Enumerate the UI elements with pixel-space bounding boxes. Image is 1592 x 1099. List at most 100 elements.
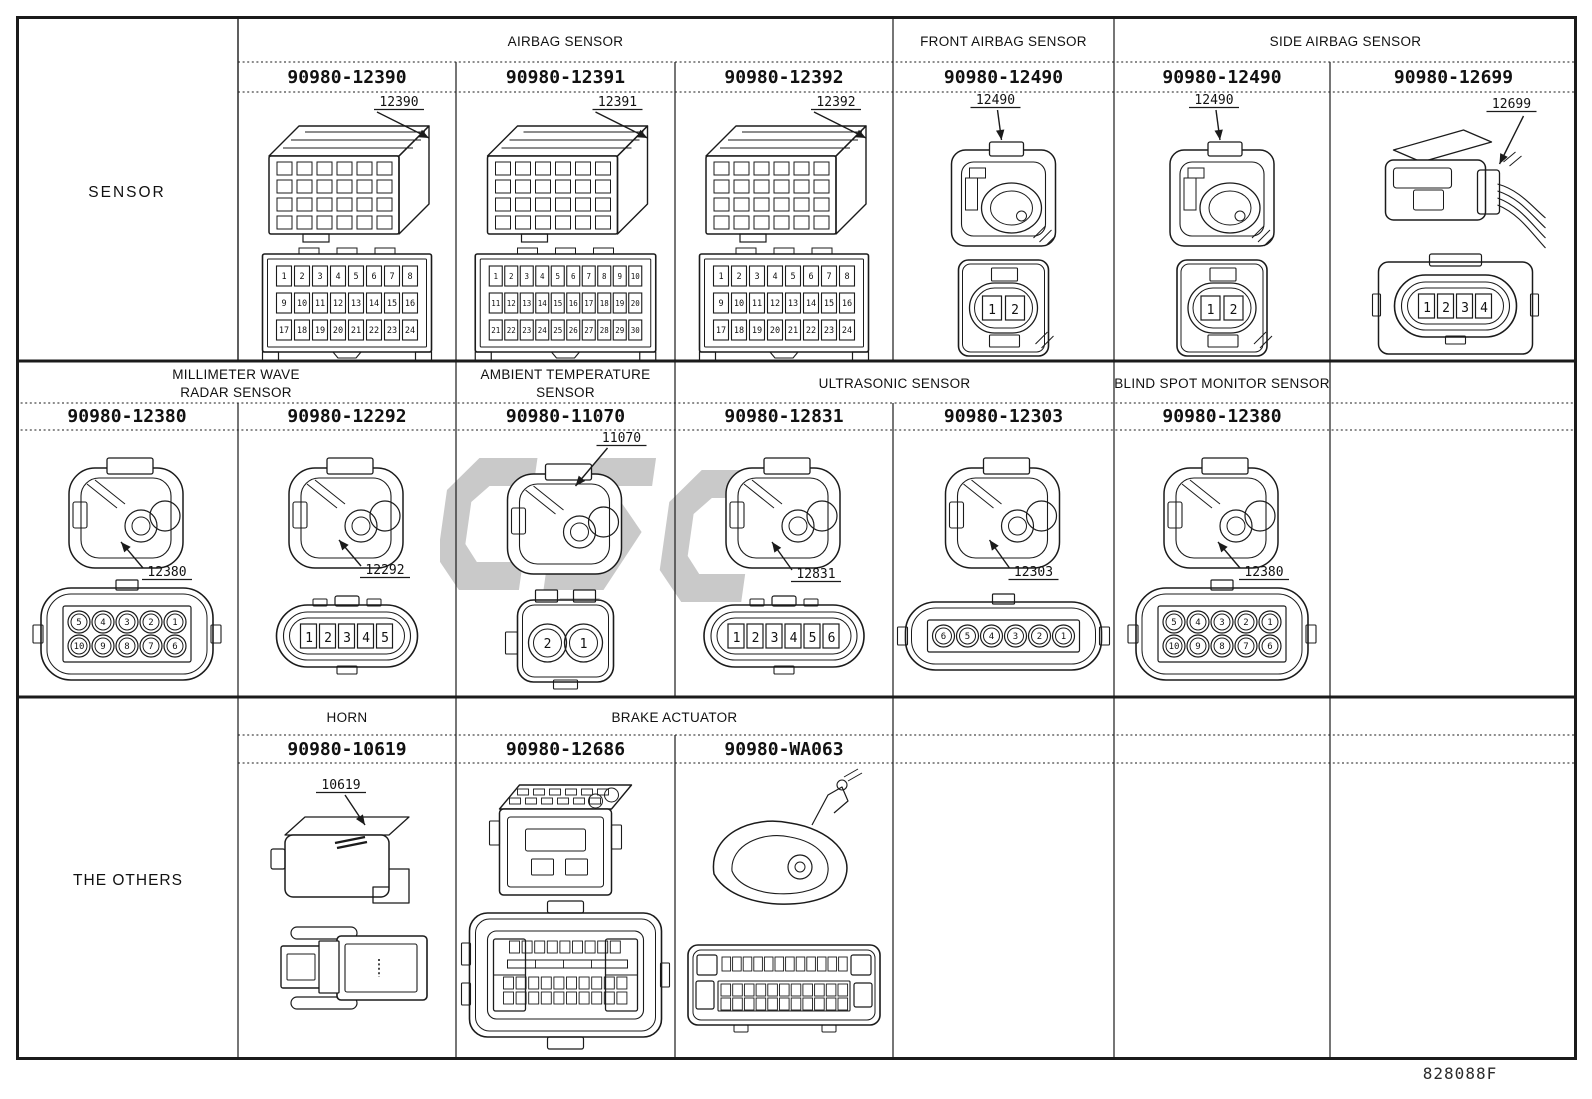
pin-number: 7 bbox=[148, 642, 153, 652]
callout-label: 12292 bbox=[365, 563, 404, 578]
pin-number: 22 bbox=[507, 326, 516, 335]
pin-number: 22 bbox=[806, 326, 816, 336]
part-number: 90980-WA063 bbox=[724, 739, 843, 760]
pin-number: 6 bbox=[1267, 642, 1272, 652]
group-title: BLIND SPOT MONITOR SENSOR bbox=[1114, 376, 1330, 391]
pin-number: 23 bbox=[522, 326, 531, 335]
row-label-the-others: THE OTHERS bbox=[73, 872, 183, 889]
pin-number: 3 bbox=[343, 631, 351, 646]
callout-label: 12390 bbox=[379, 95, 418, 110]
callout-label: 12831 bbox=[796, 567, 835, 582]
pin-number: 4 bbox=[772, 272, 777, 282]
pin-number: 4 bbox=[540, 272, 545, 281]
pin-number: 20 bbox=[631, 299, 641, 308]
pin-number: 3 bbox=[124, 618, 129, 628]
pin-number: 5 bbox=[76, 618, 81, 628]
row-label-sensor: SENSOR bbox=[88, 184, 165, 201]
pin-number: 4 bbox=[362, 631, 370, 646]
pin-number: 2 bbox=[544, 637, 552, 652]
pin-number: 20 bbox=[333, 326, 343, 336]
pin-number: 14 bbox=[806, 299, 816, 309]
pin-number: 4 bbox=[1480, 301, 1488, 316]
pin-number: 9 bbox=[617, 272, 622, 281]
part-number: 90980-12831 bbox=[724, 406, 843, 427]
pin-number: 21 bbox=[351, 326, 361, 336]
pin-number: 3 bbox=[754, 272, 759, 282]
pin-number: 8 bbox=[602, 272, 607, 281]
pin-number: 1 bbox=[172, 618, 177, 628]
pin-number: 6 bbox=[941, 632, 946, 642]
pin-number: 11 bbox=[491, 299, 500, 308]
pin-number: 3 bbox=[1219, 618, 1224, 628]
pin-number: 22 bbox=[369, 326, 379, 336]
pin-number: 7 bbox=[586, 272, 591, 281]
pin-number: 2 bbox=[1037, 632, 1042, 642]
pin-number: 18 bbox=[600, 299, 610, 308]
pin-number: 30 bbox=[631, 326, 641, 335]
callout-label: 12392 bbox=[816, 95, 855, 110]
pin-number: 10 bbox=[297, 299, 307, 309]
pin-number: 9 bbox=[718, 299, 723, 309]
part-number: 90980-11070 bbox=[506, 406, 625, 427]
part-number: 90980-12699 bbox=[1394, 67, 1513, 88]
pin-number: 16 bbox=[405, 299, 415, 309]
part-number: 90980-12391 bbox=[506, 67, 625, 88]
pin-number: 25 bbox=[553, 326, 562, 335]
pin-number: 2 bbox=[324, 631, 332, 646]
pin-number: 24 bbox=[842, 326, 852, 336]
pin-number: 17 bbox=[716, 326, 726, 336]
pin-number: 3 bbox=[524, 272, 529, 281]
pin-number: 10 bbox=[74, 642, 85, 652]
cell-figure-90980-10619: 10619 bbox=[270, 778, 428, 1010]
pin-number: 7 bbox=[389, 272, 394, 282]
pin-number: 5 bbox=[809, 631, 817, 646]
pin-number: 5 bbox=[555, 272, 560, 281]
pin-number: 27 bbox=[584, 326, 593, 335]
part-number: 90980-12292 bbox=[287, 406, 406, 427]
group-title: SIDE AIRBAG SENSOR bbox=[1270, 34, 1422, 49]
pin-number: 1 bbox=[733, 631, 741, 646]
pin-number: 20 bbox=[770, 326, 780, 336]
pin-number: 8 bbox=[1219, 642, 1224, 652]
callout-label: 12380 bbox=[147, 565, 186, 580]
group-title: SENSOR bbox=[536, 385, 595, 400]
part-number: 90980-12380 bbox=[1162, 406, 1281, 427]
pin-number: 10 bbox=[631, 272, 641, 281]
pin-number: 2 bbox=[1230, 303, 1238, 318]
cell-figure-90980-12686 bbox=[460, 784, 671, 1050]
pin-number: 11 bbox=[752, 299, 762, 309]
pin-number: 5 bbox=[353, 272, 358, 282]
pin-number: 4 bbox=[1195, 618, 1200, 628]
pin-number: 13 bbox=[351, 299, 361, 309]
pin-number: 2 bbox=[1243, 618, 1248, 628]
pin-number: 12 bbox=[333, 299, 343, 309]
pin-number: 2 bbox=[299, 272, 304, 282]
group-title: MILLIMETER WAVE bbox=[172, 367, 300, 382]
pin-number: 4 bbox=[100, 618, 105, 628]
pin-number: 1 bbox=[988, 303, 996, 318]
group-title: RADAR SENSOR bbox=[180, 385, 292, 400]
pin-number: 7 bbox=[826, 272, 831, 282]
pin-number: 10 bbox=[734, 299, 744, 309]
pin-number: 4 bbox=[989, 632, 994, 642]
pin-number: 17 bbox=[584, 299, 593, 308]
group-title: BRAKE ACTUATOR bbox=[612, 710, 738, 725]
group-title: AMBIENT TEMPERATURE bbox=[481, 367, 651, 382]
pin-number: 10 bbox=[1169, 642, 1180, 652]
pin-number: 6 bbox=[828, 631, 836, 646]
callout-label: 12303 bbox=[1014, 565, 1053, 580]
pin-number: 6 bbox=[371, 272, 376, 282]
pin-number: 3 bbox=[1013, 632, 1018, 642]
pin-number: 18 bbox=[734, 326, 744, 336]
pin-number: 3 bbox=[317, 272, 322, 282]
callout-label: 12699 bbox=[1492, 97, 1531, 112]
